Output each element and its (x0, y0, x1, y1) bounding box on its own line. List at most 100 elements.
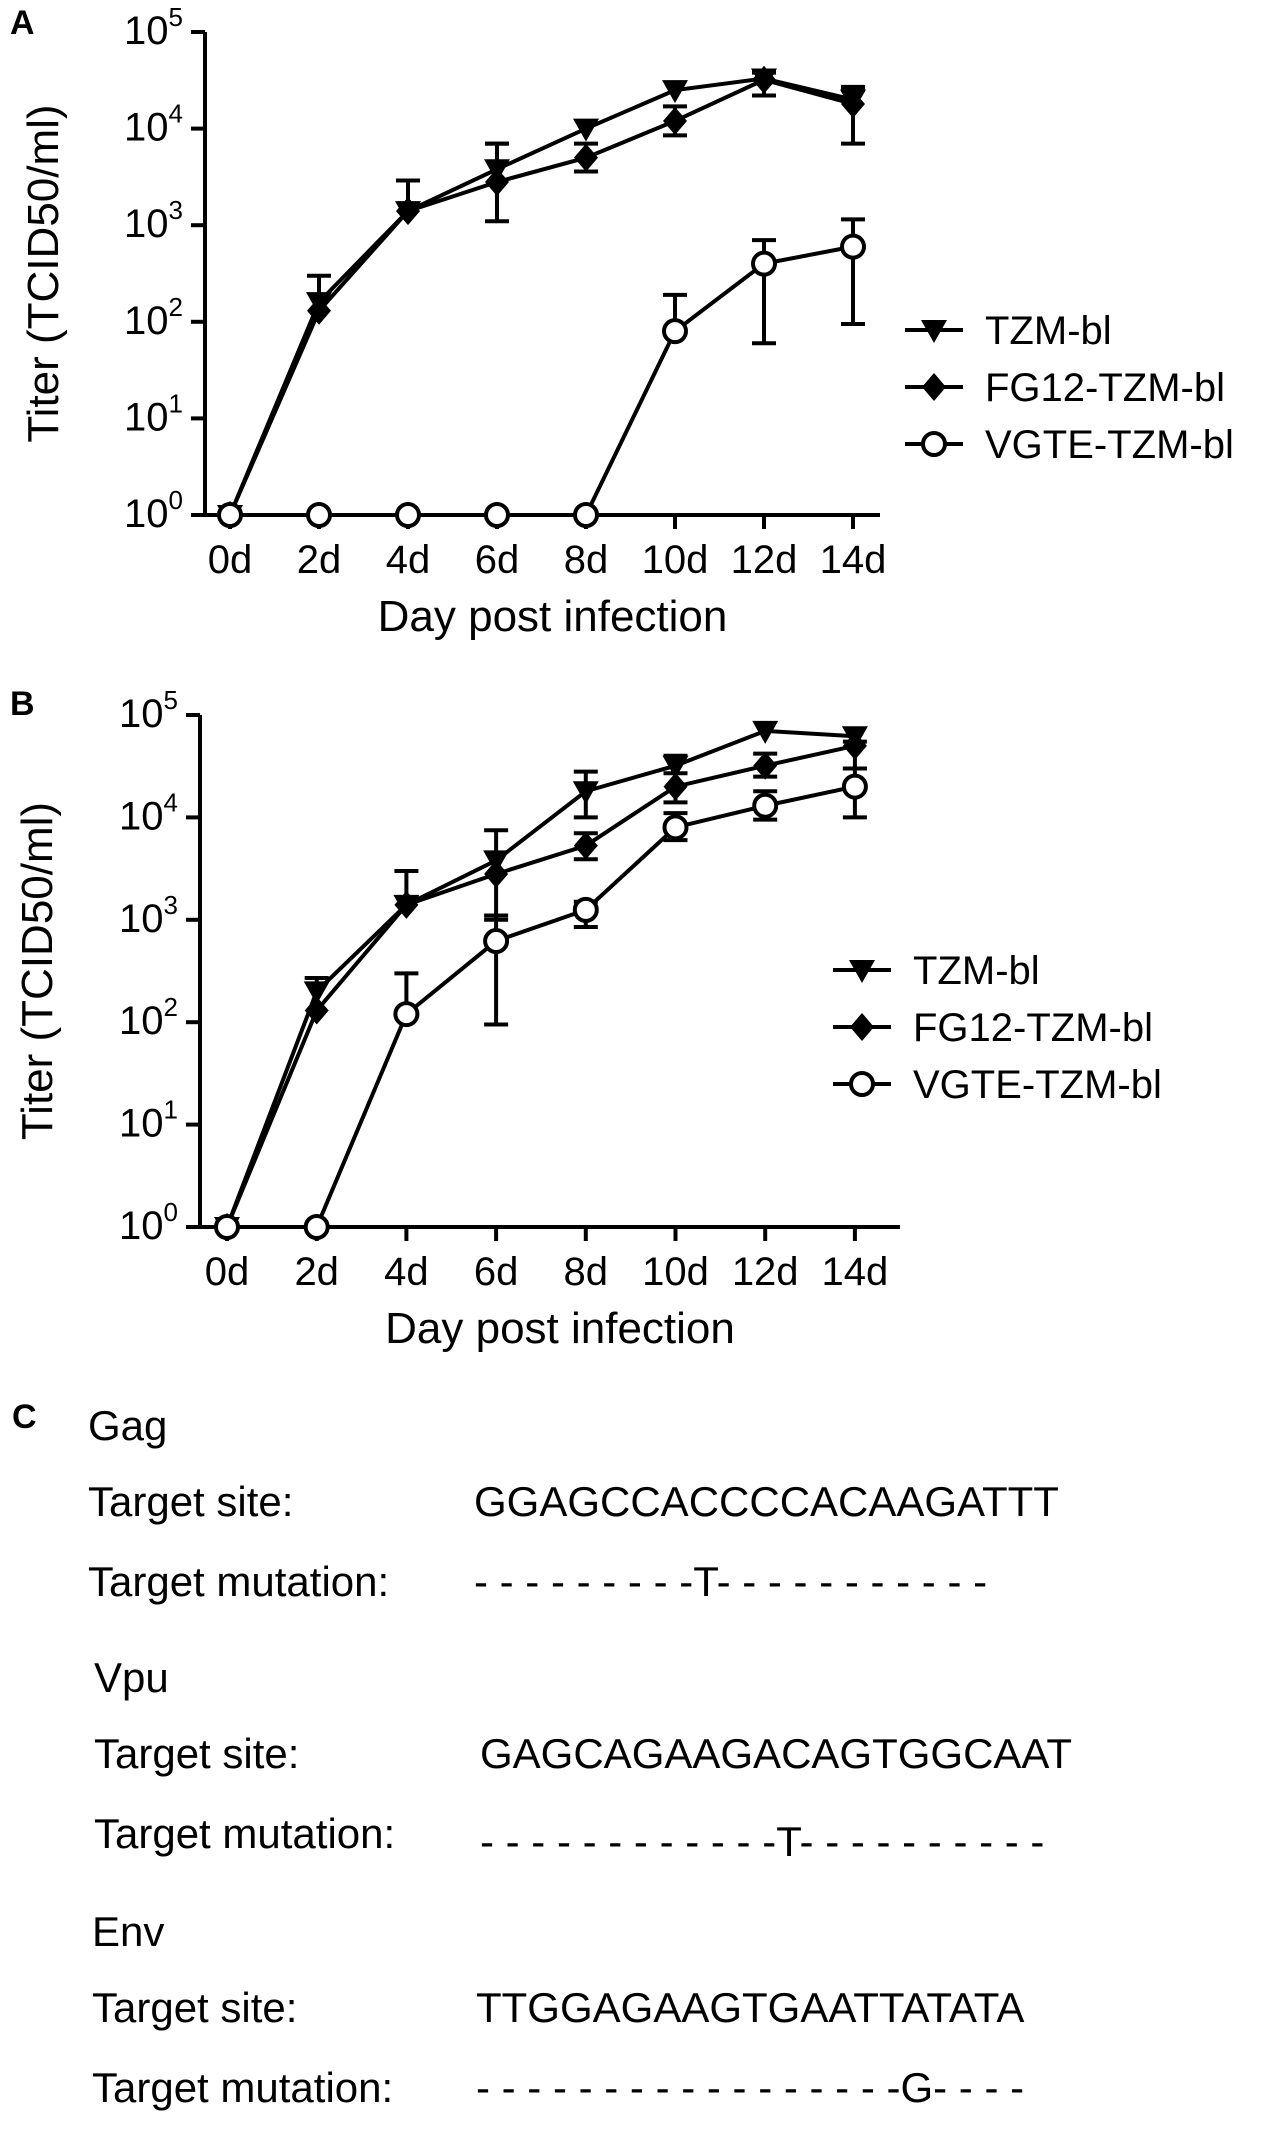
legend-label: FG12-TZM-bl (985, 366, 1225, 410)
data-point (304, 996, 329, 1025)
legend-label: TZM-bl (985, 309, 1112, 353)
data-point (662, 80, 688, 104)
data-point (752, 720, 779, 744)
data-point (573, 118, 599, 142)
series-line (228, 77, 854, 516)
data-point (572, 781, 599, 805)
series-tzm-bl (217, 68, 866, 528)
panel-c-sequences: C Gag Target site: GGAGCCACCCCACAAGATTT … (0, 1390, 1280, 2130)
x-tick-label: 2d (294, 1250, 339, 1294)
data-point (574, 143, 598, 172)
data-point (751, 250, 777, 277)
x-tick-label: 12d (732, 1250, 799, 1294)
series-vgte-tzm-bl (217, 217, 866, 528)
x-tick-label: 4d (386, 538, 431, 582)
x-tick-label: 0d (205, 1250, 250, 1294)
y-tick-label: 100 (119, 1197, 178, 1248)
legend-marker (922, 373, 946, 401)
x-tick-label: 8d (564, 1250, 609, 1294)
x-tick-label: 10d (642, 538, 709, 582)
data-point (662, 755, 689, 779)
x-tick-label: 14d (820, 538, 887, 582)
legend-label: FG12-TZM-bl (913, 1006, 1153, 1050)
x-tick-label: 2d (297, 538, 342, 582)
data-point (663, 106, 687, 135)
data-point (572, 896, 599, 923)
target-mutation-label: Target mutation: (88, 1558, 390, 1605)
series-line (225, 743, 856, 1228)
legend-marker (850, 1013, 874, 1041)
gene-label-env: Env (92, 1908, 165, 1955)
legend-label: VGTE-TZM-bl (985, 423, 1234, 467)
data-point (573, 502, 599, 528)
data-point (840, 233, 866, 260)
data-point (214, 1214, 240, 1240)
data-point (394, 890, 419, 919)
legend-marker (921, 320, 947, 343)
y-tick-label: 103 (119, 890, 178, 941)
target-site-label: Target site: (94, 1730, 300, 1777)
data-point (393, 1001, 420, 1028)
y-tick-label: 102 (119, 992, 178, 1043)
data-point (752, 65, 776, 94)
data-point (663, 772, 688, 801)
data-point (484, 502, 510, 528)
y-tick-label: 100 (124, 485, 183, 536)
x-tick-label: 10d (642, 1250, 709, 1294)
target-site-label: Target site: (92, 1984, 298, 2031)
data-point (217, 502, 243, 528)
data-point (396, 197, 420, 226)
data-point (303, 1214, 330, 1240)
data-point (303, 981, 330, 1005)
legend-label: VGTE-TZM-bl (913, 1063, 1162, 1107)
target-site-sequence: GAGCAGAAGACAGTGGCAAT (480, 1730, 1072, 1777)
y-tick-label: 103 (124, 195, 183, 246)
x-axis-title: Day post infection (385, 1304, 735, 1353)
data-point (842, 731, 867, 760)
x-tick-label: 0d (208, 538, 253, 582)
series-vgte-tzm-bl (214, 766, 868, 1240)
data-point (483, 928, 510, 955)
y-tick-label: 101 (124, 388, 183, 439)
x-tick-label: 12d (731, 538, 798, 582)
series-line (230, 244, 854, 517)
data-point (395, 502, 421, 528)
target-mutation-label: Target mutation: (92, 2064, 394, 2111)
data-point (662, 318, 688, 345)
series-line (225, 728, 856, 1228)
target-site-label: Target site: (88, 1478, 294, 1525)
legend-label: TZM-bl (913, 949, 1040, 993)
gene-label-gag: Gag (88, 1402, 168, 1449)
data-point (306, 502, 332, 528)
gene-label-vpu: Vpu (94, 1654, 169, 1701)
y-axis-title: Titer (TCID50/ml) (19, 104, 68, 442)
data-point (484, 860, 509, 889)
y-tick-label: 101 (119, 1095, 178, 1146)
legend-marker (849, 960, 875, 983)
data-point (573, 831, 598, 860)
data-point (841, 89, 865, 118)
x-tick-label: 4d (384, 1250, 429, 1294)
target-mutation-sequence: - - - - - - - - - - - - - - - - -G- - - … (476, 2064, 1025, 2111)
x-tick-label: 6d (474, 1250, 519, 1294)
target-mutation-sequence: - - - - - - - - -T- - - - - - - - - - - (474, 1558, 988, 1605)
series-line (227, 784, 856, 1229)
x-tick-label: 14d (822, 1250, 889, 1294)
legend-marker (921, 431, 947, 457)
y-axis-title: Titer (TCID50/ml) (13, 802, 62, 1140)
panel-letter: B (10, 685, 35, 723)
x-tick-label: 6d (475, 538, 520, 582)
legend-marker (849, 1071, 875, 1097)
target-mutation-label: Target mutation: (94, 1810, 396, 1857)
panel-letter: A (10, 4, 35, 42)
y-tick-label: 105 (119, 685, 178, 736)
x-axis-title: Day post infection (378, 592, 728, 641)
y-tick-label: 102 (124, 292, 183, 343)
y-tick-label: 104 (124, 99, 183, 150)
data-point (485, 168, 509, 197)
y-tick-label: 105 (124, 2, 183, 53)
target-site-sequence: GGAGCCACCCCACAAGATTT (474, 1478, 1059, 1525)
